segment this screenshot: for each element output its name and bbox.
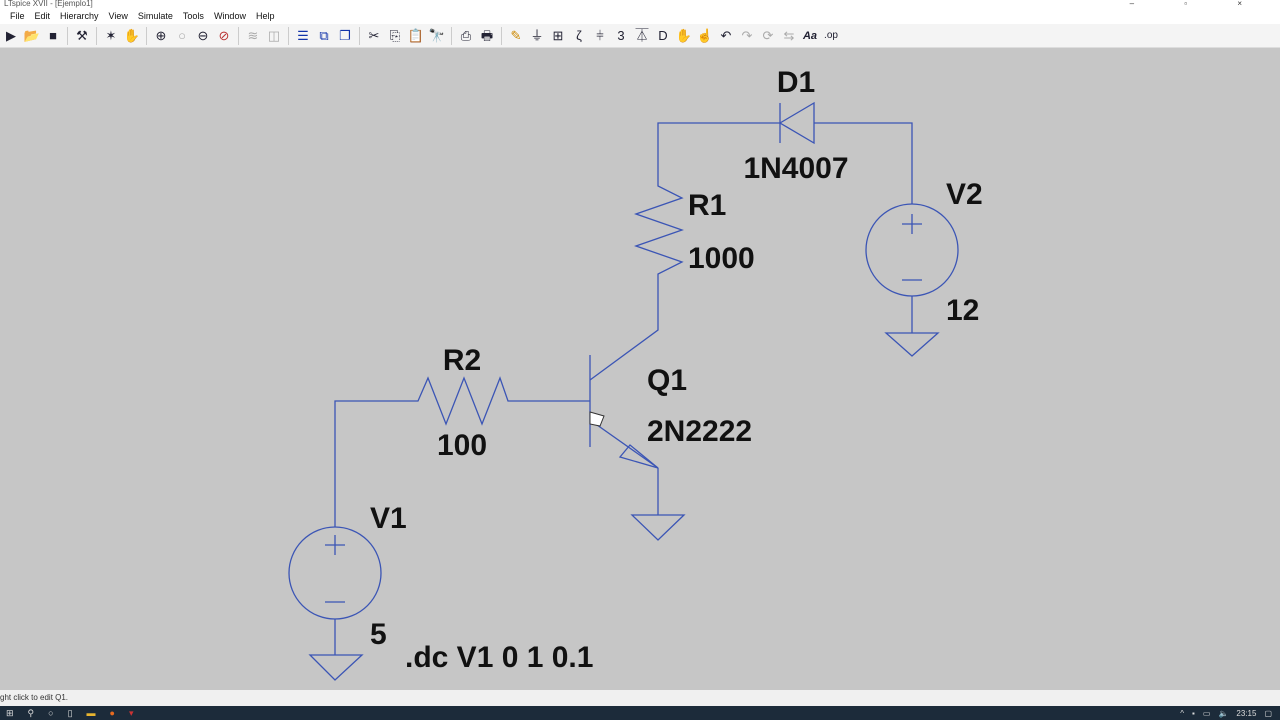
control-panel-icon[interactable]: ⚒ bbox=[76, 27, 88, 43]
mirror-icon[interactable]: ⇆ bbox=[783, 27, 795, 43]
v1-name[interactable]: V1 bbox=[370, 502, 407, 535]
rotate-icon[interactable]: ⟳ bbox=[762, 27, 774, 43]
volume-icon[interactable]: 🔈 bbox=[1218, 708, 1229, 718]
menu-file[interactable]: File bbox=[10, 11, 25, 21]
menu-help[interactable]: Help bbox=[255, 11, 275, 21]
cortana-icon[interactable]: ○ bbox=[48, 708, 54, 718]
firefox-icon[interactable]: ● bbox=[109, 708, 115, 718]
status-text: ght click to edit Q1. bbox=[0, 693, 69, 702]
d1-name[interactable]: D1 bbox=[777, 66, 815, 99]
undo-icon[interactable]: ↶ bbox=[720, 27, 732, 43]
copy-icon[interactable]: ⎘ bbox=[389, 27, 401, 43]
ltspice-icon[interactable]: ▾ bbox=[128, 707, 134, 718]
open-icon[interactable]: 📂 bbox=[23, 27, 41, 43]
diode-icon[interactable]: ⏄ bbox=[635, 27, 649, 43]
v2-name[interactable]: V2 bbox=[946, 178, 983, 211]
menu-window[interactable]: Window bbox=[213, 11, 246, 21]
redo-icon[interactable]: ↷ bbox=[741, 27, 753, 43]
zoom-cancel-icon[interactable]: ⊘ bbox=[218, 27, 230, 43]
component-icon[interactable]: D bbox=[658, 27, 668, 43]
cut-icon[interactable]: ✂ bbox=[368, 27, 380, 43]
autorange-icon[interactable]: ≋ bbox=[247, 27, 259, 43]
v2-value[interactable]: 12 bbox=[946, 294, 979, 327]
ground-symbol[interactable] bbox=[884, 332, 940, 357]
r2-name[interactable]: R2 bbox=[443, 344, 481, 377]
spice-directive-icon[interactable]: .op bbox=[824, 29, 838, 41]
chevron-up-icon[interactable]: ^ bbox=[1180, 708, 1185, 718]
label-net-icon[interactable]: ⊞ bbox=[552, 27, 564, 43]
spice-directive[interactable]: .dc V1 0 1 0.1 bbox=[405, 641, 593, 674]
save-icon[interactable]: ■ bbox=[49, 27, 57, 43]
title-bar: LTspice XVII - [Ejemplo1] – ▫ × bbox=[0, 0, 1280, 8]
cascade-icon[interactable]: ❐ bbox=[339, 27, 351, 43]
probe-icon[interactable]: ◫ bbox=[267, 27, 281, 43]
file-explorer-icon[interactable]: ▬ bbox=[86, 708, 96, 718]
clock[interactable]: 23:15 bbox=[1236, 708, 1257, 718]
start-icon[interactable]: ⊞ bbox=[6, 707, 14, 718]
wire[interactable] bbox=[657, 122, 780, 180]
run-icon[interactable]: ▶ bbox=[6, 27, 16, 43]
ground-icon[interactable]: ⏚ bbox=[530, 27, 544, 43]
taskbar: ⊞ ⚲ ○ ▯ ▬ ● ▾ ^ ▪ ▭ 🔈 23:15 ▢ bbox=[0, 706, 1280, 720]
system-tray: ^ ▪ ▭ 🔈 23:15 ▢ bbox=[1180, 706, 1272, 720]
d1-value[interactable]: 1N4007 bbox=[743, 152, 848, 185]
drag-icon[interactable]: ☝ bbox=[696, 27, 714, 43]
menu-view[interactable]: View bbox=[108, 11, 128, 21]
zoom-pan-icon[interactable]: ○ bbox=[178, 27, 186, 43]
r1-name[interactable]: R1 bbox=[688, 189, 726, 222]
task-view-icon[interactable]: ▯ bbox=[67, 707, 73, 718]
text-icon[interactable]: Aa bbox=[802, 29, 818, 42]
hand-cursor-icon bbox=[589, 411, 605, 427]
find-icon[interactable]: 🔭 bbox=[428, 27, 446, 43]
window-controls[interactable]: – ▫ × bbox=[1129, 0, 1266, 8]
halt-icon[interactable]: ✋ bbox=[123, 27, 141, 43]
zoom-out-icon[interactable]: ⊖ bbox=[197, 27, 209, 43]
paste-icon[interactable]: 📋 bbox=[407, 27, 425, 43]
diode-d1[interactable] bbox=[778, 101, 815, 145]
network-icon[interactable]: ▪ bbox=[1192, 708, 1195, 718]
zoom-in-icon[interactable]: ⊕ bbox=[155, 27, 167, 43]
resistor-r1[interactable] bbox=[589, 180, 684, 381]
capacitor-icon[interactable]: ⫩ bbox=[596, 27, 604, 43]
move-icon[interactable]: ✋ bbox=[675, 27, 693, 43]
window-title: LTspice XVII - [Ejemplo1] bbox=[4, 0, 93, 8]
ground-symbol[interactable] bbox=[630, 514, 686, 541]
voltage-source-v2[interactable] bbox=[865, 203, 959, 297]
tile-horizontal-icon[interactable]: ☰ bbox=[297, 27, 309, 43]
draw-wire-icon[interactable]: ✎ bbox=[510, 27, 522, 43]
pick-visible-icon[interactable]: ✶ bbox=[105, 27, 117, 43]
v1-value[interactable]: 5 bbox=[370, 618, 387, 651]
notification-icon[interactable]: ▢ bbox=[1264, 708, 1272, 718]
r1-value[interactable]: 1000 bbox=[688, 242, 755, 275]
menu-simulate[interactable]: Simulate bbox=[137, 11, 173, 21]
menu-edit[interactable]: Edit bbox=[34, 11, 51, 21]
wire[interactable] bbox=[814, 122, 913, 204]
toolbar: ▶ 📂 ■ ⚒ ✶ ✋ ⊕ ○ ⊖ ⊘ ≋ ◫ ☰ ⧉ ❐ ✂ ⎘ 📋 🔭 ⎙ … bbox=[0, 24, 1280, 48]
menu-hierarchy[interactable]: Hierarchy bbox=[60, 11, 99, 21]
ground-symbol[interactable] bbox=[308, 654, 364, 681]
tile-vertical-icon[interactable]: ⧉ bbox=[319, 27, 329, 43]
status-bar: ght click to edit Q1. bbox=[0, 690, 1280, 706]
q1-name[interactable]: Q1 bbox=[647, 364, 687, 397]
print-preview-icon[interactable]: ⎙ bbox=[460, 27, 472, 43]
resistor-icon[interactable]: ζ bbox=[576, 27, 582, 43]
q1-value[interactable]: 2N2222 bbox=[647, 415, 752, 448]
inductor-icon[interactable]: 3 bbox=[617, 27, 625, 43]
search-icon[interactable]: ⚲ bbox=[27, 707, 35, 718]
menu-tools[interactable]: Tools bbox=[182, 11, 204, 21]
resistor-r2[interactable] bbox=[334, 376, 590, 527]
print-icon[interactable]: 🖶 bbox=[480, 27, 494, 43]
r2-value[interactable]: 100 bbox=[437, 429, 487, 462]
display-icon[interactable]: ▭ bbox=[1202, 708, 1211, 718]
voltage-source-v1[interactable] bbox=[288, 526, 382, 620]
menu-bar: File Edit Hierarchy View Simulate Tools … bbox=[0, 8, 1280, 24]
schematic-canvas[interactable]: D1 1N4007 R1 1000 V2 12 R2 100 Q1 2N2222… bbox=[0, 49, 1280, 690]
